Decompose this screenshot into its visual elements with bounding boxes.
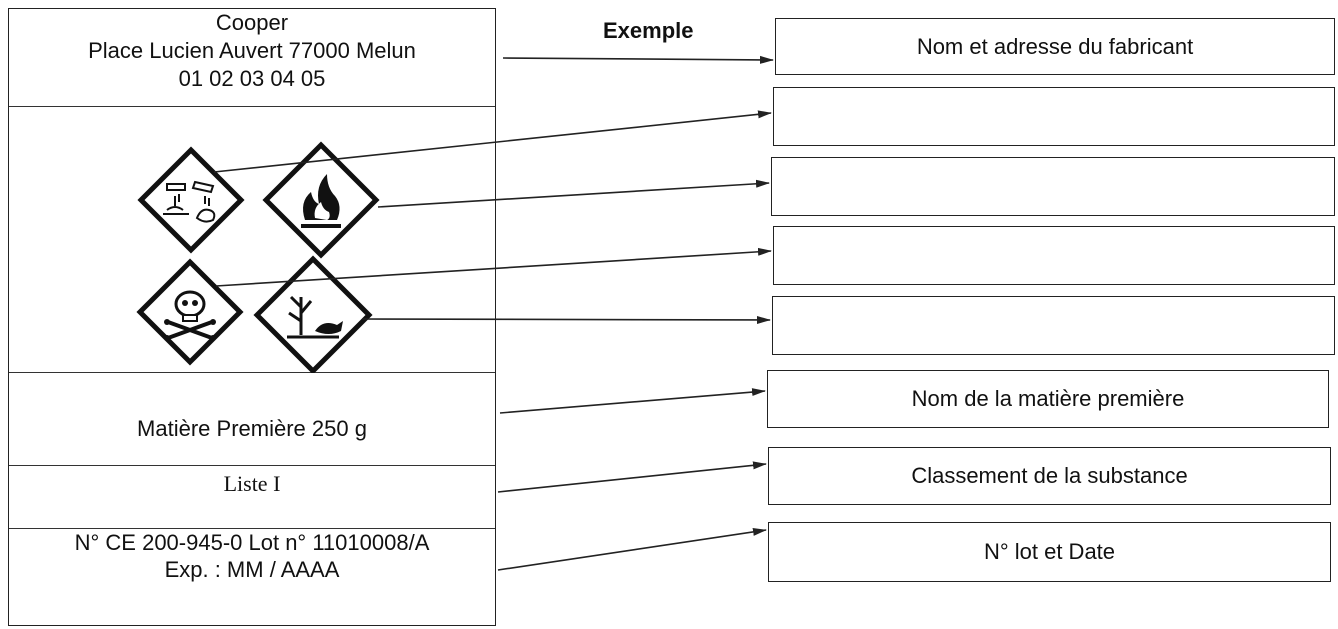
manufacturer-address: Place Lucien Auvert 77000 Melun	[88, 38, 416, 63]
box-manufacturer: Nom et adresse du fabricant	[775, 18, 1335, 75]
box-pictogram-3	[773, 226, 1335, 285]
manufacturer-name: Cooper	[215, 10, 289, 35]
lot-section: N° CE 200-945-0 Lot n° 11010008/A Exp. :…	[9, 529, 495, 629]
substance-list: Liste I	[223, 471, 281, 496]
toxic-skull-icon	[136, 258, 244, 366]
lot-number: N° CE 200-945-0 Lot n° 11010008/A	[74, 530, 430, 555]
box-pictogram-4	[772, 296, 1335, 355]
flammable-icon	[262, 141, 380, 259]
arrow-material	[499, 388, 766, 414]
manufacturer-phone: 01 02 03 04 05	[178, 66, 326, 91]
manufacturer-section: Cooper Place Lucien Auvert 77000 Melun 0…	[9, 9, 495, 107]
box-lot-date: N° lot et Date	[768, 522, 1331, 582]
box-classification: Classement de la substance	[768, 447, 1331, 505]
arrow-manufacturer	[502, 55, 774, 64]
material-section: Matière Première 250 g	[9, 373, 495, 466]
box-pictogram-1	[773, 87, 1335, 146]
list-section: Liste I	[9, 466, 495, 529]
product-label: Cooper Place Lucien Auvert 77000 Melun 0…	[8, 8, 496, 626]
environment-hazard-icon	[253, 255, 373, 373]
example-title: Exemple	[603, 18, 694, 43]
arrow-classification	[497, 461, 767, 493]
pictograms-svg	[136, 141, 380, 373]
material-name: Matière Première 250 g	[137, 416, 367, 441]
arrow-lot	[497, 527, 767, 571]
expiry-date: Exp. : MM / AAAA	[164, 557, 340, 582]
box-material-name: Nom de la matière première	[767, 370, 1329, 428]
pictograms-section	[9, 107, 495, 373]
corrosive-icon	[137, 146, 245, 254]
box-pictogram-2	[771, 157, 1335, 216]
